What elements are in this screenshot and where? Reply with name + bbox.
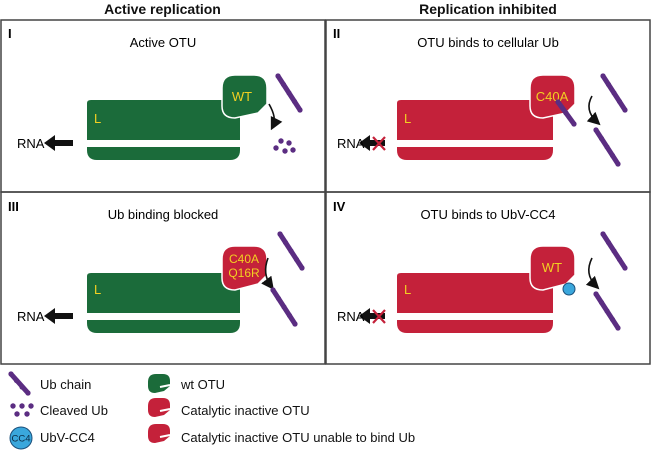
panel-title: Ub binding blocked: [108, 207, 219, 222]
panel-title: OTU binds to cellular Ub: [417, 35, 559, 50]
panel-border-III: [0, 191, 326, 365]
column-header-inhibited: Replication inhibited: [419, 1, 557, 17]
legend-wt-otu-label: wt OTU: [181, 377, 226, 392]
legend-ubv-cc4-icon-text: CC4: [11, 434, 30, 445]
ub-chain: [600, 231, 627, 270]
rna-label: RNA: [337, 309, 365, 324]
curved-arrow: [586, 95, 601, 126]
polymerase-lower: [397, 320, 553, 333]
polymerase-label: L: [94, 282, 101, 297]
polymerase-lower: [397, 147, 553, 160]
curved-arrow: [585, 257, 600, 290]
otu-label: WT: [542, 260, 562, 275]
legend-catalytic-inactive-label: Catalytic inactive OTU: [181, 403, 310, 418]
cleavage-arrow: [268, 103, 283, 131]
polymerase-label: L: [404, 111, 411, 126]
panel-title: Active OTU: [130, 35, 196, 50]
polymerase-label: L: [94, 111, 101, 126]
polymerase-upper: [87, 100, 240, 140]
rna-label: RNA: [17, 136, 45, 151]
panel-IV: IV OTU binds to UbV-CC4 L WT RNA: [333, 199, 628, 333]
column-header-active: Active replication: [104, 1, 221, 17]
polymerase-lower: [87, 147, 240, 160]
polymerase-lower: [87, 320, 240, 333]
curved-arrow: [261, 257, 274, 290]
ub-chain: [275, 73, 302, 112]
rna-arrow: [359, 135, 370, 151]
legend: CC4: [8, 371, 171, 450]
legend-ub-chain-label: Ub chain: [40, 377, 92, 392]
legend-labels: Ub chain Cleaved Ub UbV-CC4 wt OTU Catal…: [0, 366, 651, 450]
legend-catalytic-inactive-icon: [148, 398, 170, 417]
panel-number: I: [8, 26, 12, 41]
otu-domain: [221, 245, 268, 291]
rna-label: RNA: [17, 309, 45, 324]
panel-title: OTU binds to UbV-CC4: [420, 207, 555, 222]
panel-number: II: [333, 26, 340, 41]
legend-ub-chain-icon: [8, 371, 31, 396]
otu-domain: [529, 245, 576, 291]
polymerase-upper: [397, 273, 553, 313]
panel-number: III: [8, 199, 19, 214]
panel-number: IV: [333, 199, 346, 214]
ub-chain: [277, 231, 304, 270]
legend-cleaved-ub-label: Cleaved Ub: [40, 403, 108, 418]
legend-wt-otu-icon: [148, 374, 170, 393]
legend-ubv-cc4-icon: [9, 426, 33, 450]
polymerase-upper: [397, 100, 553, 140]
cleaved-ub: [273, 138, 296, 154]
otu-label: C40A: [536, 89, 569, 104]
polymerase-label: L: [404, 282, 411, 297]
panel-border-IV: [325, 191, 651, 365]
ub-chain: [270, 287, 297, 326]
panel-I: I Active OTU L WT RNA: [8, 26, 303, 160]
rna-arrow: [44, 308, 55, 324]
otu-label: Q16R: [228, 266, 260, 280]
ub-chain: [593, 291, 620, 330]
rna-arrow: [359, 308, 370, 324]
ub-chain: [600, 73, 627, 112]
rna-label: RNA: [337, 136, 365, 151]
otu-label: C40A: [229, 252, 259, 266]
blocked-x-icon: [372, 136, 386, 151]
legend-catalytic-inactive-no-ub-label: Catalytic inactive OTU unable to bind Ub: [181, 430, 416, 445]
legend-cleaved-ub-icon: [10, 403, 34, 417]
otu-label: WT: [232, 89, 252, 104]
panel-III: III Ub binding blocked L C40A Q16R RNA: [8, 199, 305, 333]
rna-arrow: [44, 135, 55, 151]
ub-chain: [593, 127, 620, 166]
legend-ubv-cc4-label: UbV-CC4: [40, 430, 95, 445]
polymerase-upper: [87, 273, 240, 313]
blocked-x-icon: [372, 309, 386, 324]
otu-domain: [221, 74, 268, 119]
ubv-cc4-bound: [562, 282, 576, 296]
panel-II: II OTU binds to cellular Ub L C40A RNA: [333, 26, 628, 167]
legend-catalytic-inactive-no-ub-icon: [148, 424, 170, 443]
